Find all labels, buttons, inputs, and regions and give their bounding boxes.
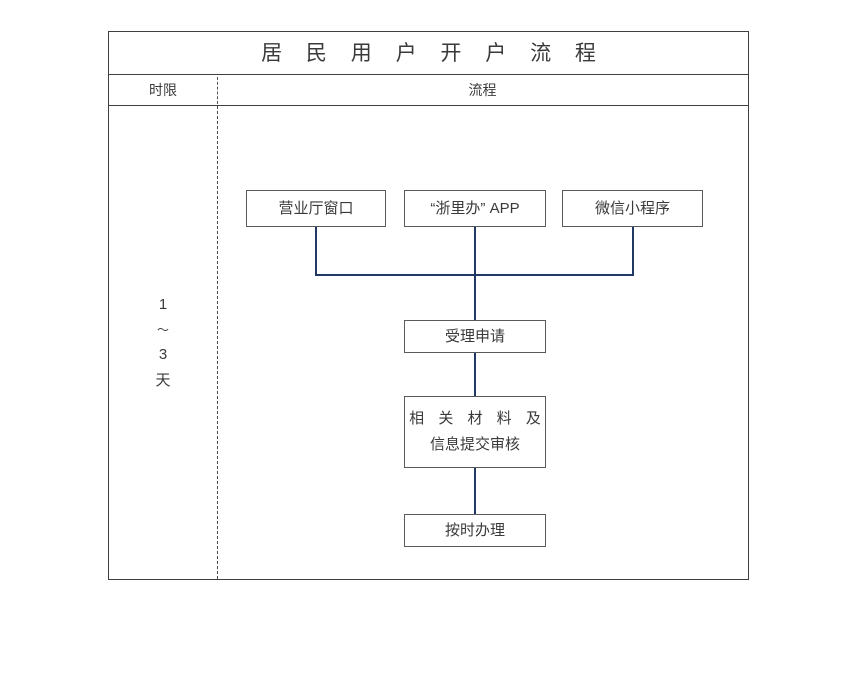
header-flow: 流程 bbox=[468, 82, 497, 98]
table-body: 1 ～ 3 天 营业厅窗口 “浙里办” APP 微信小程序 受理申请 相 关 材… bbox=[109, 106, 748, 579]
header-column-divider bbox=[217, 77, 218, 104]
flowchart-table: 居 民 用 户 开 户 流 程 时限 流程 1 ～ 3 天 营业厅窗口 “浙里办… bbox=[108, 31, 749, 580]
node-wechat-mini-program[interactable]: 微信小程序 bbox=[562, 190, 703, 227]
time-limit-line-tilde: ～ bbox=[156, 322, 169, 337]
node-label: 营业厅窗口 bbox=[278, 199, 354, 217]
connector-hall-drop bbox=[315, 227, 317, 275]
connector-materials-to-handle bbox=[474, 468, 476, 514]
node-submit-materials-review[interactable]: 相 关 材 料 及 信息提交审核 bbox=[404, 396, 546, 468]
node-label: 微信小程序 bbox=[594, 199, 670, 217]
time-limit-unit-day: 天 bbox=[155, 371, 171, 389]
connector-app-drop bbox=[474, 227, 476, 275]
node-label: “浙里办” APP bbox=[430, 199, 520, 217]
header-time-limit: 时限 bbox=[149, 82, 177, 98]
node-label: 按时办理 bbox=[444, 521, 505, 539]
node-zhelaiban-app[interactable]: “浙里办” APP bbox=[404, 190, 546, 227]
time-limit-value: 1 ～ 3 天 bbox=[109, 106, 217, 579]
column-divider-dashed bbox=[217, 106, 218, 579]
node-label-line-1: 相 关 材 料 及 bbox=[409, 410, 546, 427]
time-limit-line-1: 1 bbox=[158, 295, 168, 313]
connector-wechat-drop bbox=[632, 227, 634, 275]
node-service-hall-window[interactable]: 营业厅窗口 bbox=[246, 190, 386, 227]
page-title: 居 民 用 户 开 户 流 程 bbox=[261, 41, 605, 65]
node-label: 受理申请 bbox=[444, 327, 505, 345]
column-header-row: 时限 流程 bbox=[109, 75, 748, 106]
node-process-on-time[interactable]: 按时办理 bbox=[404, 514, 546, 547]
title-row: 居 民 用 户 开 户 流 程 bbox=[109, 32, 748, 75]
node-label-line-2: 信息提交审核 bbox=[429, 436, 520, 453]
time-limit-line-3: 3 bbox=[158, 345, 168, 363]
connector-bus-to-accept bbox=[474, 274, 476, 320]
connector-accept-to-materials bbox=[474, 353, 476, 396]
node-accept-application[interactable]: 受理申请 bbox=[404, 320, 546, 353]
